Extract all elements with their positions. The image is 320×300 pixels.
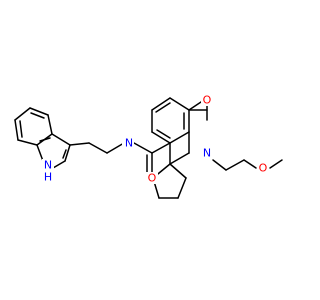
bond: [169, 97, 190, 111]
double-bond-inner: [62, 149, 67, 159]
bond: [133, 142, 153, 154]
label-background: [201, 94, 213, 106]
indole-system: [14, 107, 90, 169]
bond: [36, 144, 44, 162]
label-background: [257, 162, 269, 174]
lactam-nitrogen-label: N: [203, 147, 211, 160]
indole-nitrogen-label: N: [44, 159, 52, 172]
bond: [151, 142, 171, 154]
bond: [212, 159, 227, 171]
bond: [29, 107, 49, 116]
indole-hydrogen-label: H: [44, 171, 52, 184]
bond: [169, 131, 190, 144]
double-bond-inner: [156, 129, 171, 139]
amide-nitrogen-label: N: [125, 137, 133, 150]
bond: [169, 163, 187, 179]
bond: [106, 142, 125, 154]
amide-oxygen-label: O: [148, 172, 157, 185]
double-bond-inner: [19, 120, 23, 138]
ether-oxygen-label: O: [259, 162, 268, 175]
label-background: [122, 137, 134, 149]
bond: [64, 144, 71, 162]
label-background: [42, 171, 54, 183]
bond: [177, 177, 187, 199]
atom-labels: N O O N O N H: [42, 94, 269, 185]
bond: [269, 159, 283, 169]
double-bond-inner: [30, 112, 45, 119]
bond: [88, 142, 108, 154]
bond: [151, 97, 171, 111]
bond: [14, 119, 19, 141]
bond: [225, 159, 245, 171]
bond: [47, 114, 53, 135]
ethyl-linker: [88, 142, 125, 154]
double-bond-inner: [155, 102, 171, 113]
carboxamide-group: [133, 142, 171, 175]
double-bond-inner: [39, 137, 51, 142]
label-background: [146, 172, 158, 184]
bond: [14, 107, 31, 121]
methoxyethyl-chain: [212, 159, 283, 171]
label-background: [42, 159, 54, 171]
lactam-oxygen-label: O: [203, 94, 212, 107]
bond: [17, 139, 38, 146]
bond: [243, 159, 257, 169]
molecule-structure: N O O N O N H: [14, 94, 283, 199]
molecule-canvas: N O O N O N H: [14, 94, 283, 199]
bond: [151, 131, 171, 144]
bond: [52, 160, 66, 169]
bond: [169, 152, 190, 165]
label-background: [201, 147, 213, 159]
bond: [69, 142, 90, 146]
bond: [51, 133, 71, 146]
benzo-ring: [151, 97, 190, 144]
